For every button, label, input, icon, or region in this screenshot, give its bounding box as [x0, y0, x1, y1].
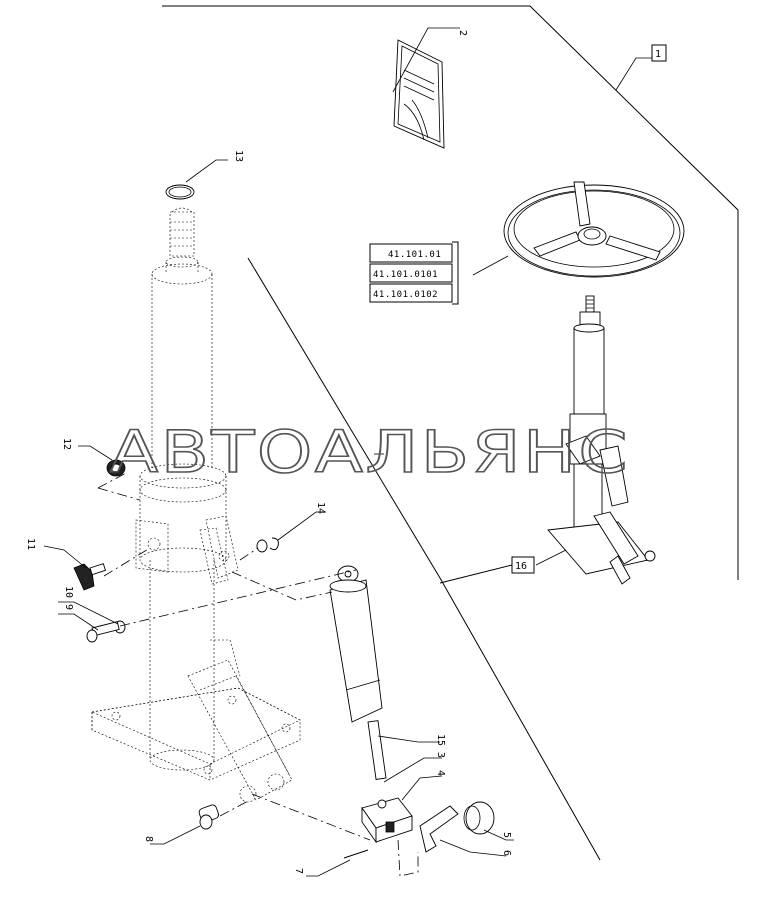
callout-2: 2 — [457, 30, 468, 36]
reference-2: 41.101.0101 — [373, 270, 438, 280]
callout-16: 16 — [511, 556, 535, 574]
svg-text:1: 1 — [655, 49, 661, 60]
callout-7: 7 — [293, 868, 304, 874]
reference-3: 41.101.0102 — [373, 290, 438, 300]
callout-12: 12 — [61, 438, 72, 450]
gas-spring-15 — [329, 565, 387, 780]
manual-booklet — [393, 39, 445, 149]
callout-10: 10 — [63, 586, 74, 598]
callout-11: 11 — [25, 538, 36, 550]
leader-lines — [43, 27, 652, 877]
callout-14: 14 — [315, 502, 326, 514]
cap-5 — [463, 801, 495, 835]
watermark-text: АВТОАЛЬЯНС — [110, 418, 630, 486]
assembly-frame-lines — [162, 5, 739, 861]
knob-bolt-11 — [73, 563, 107, 591]
grommet-12 — [106, 459, 126, 477]
callout-9: 9 — [63, 604, 74, 610]
main-column-tube — [90, 207, 301, 803]
clevis-block-3 — [361, 797, 413, 844]
callout-4: 4 — [435, 770, 446, 776]
callout-15: 15 — [435, 734, 446, 746]
callout-6: 6 — [501, 850, 512, 856]
reference-group: 41.101.01 41.101.0101 41.101.0102 — [369, 241, 459, 305]
callout-1: 1 — [651, 44, 667, 62]
callout-numbers: 2 13 12 11 10 9 14 15 3 4 5 6 7 8 — [25, 30, 512, 874]
snap-ring-13 — [165, 184, 195, 200]
callout-13: 13 — [233, 150, 244, 162]
reference-1: 41.101.01 — [388, 250, 441, 260]
pin-9 — [86, 621, 120, 643]
callout-3: 3 — [435, 752, 446, 758]
svg-text:16: 16 — [515, 561, 527, 572]
bushing-8 — [198, 804, 220, 830]
clip-14 — [256, 537, 279, 553]
lever-6 — [419, 805, 459, 853]
callout-8: 8 — [143, 836, 154, 842]
assembled-column-overview — [547, 295, 656, 585]
pin-7 — [343, 849, 369, 859]
callout-5: 5 — [501, 832, 512, 838]
assembly-axis-lines — [97, 453, 419, 877]
steering-wheel — [503, 181, 685, 278]
